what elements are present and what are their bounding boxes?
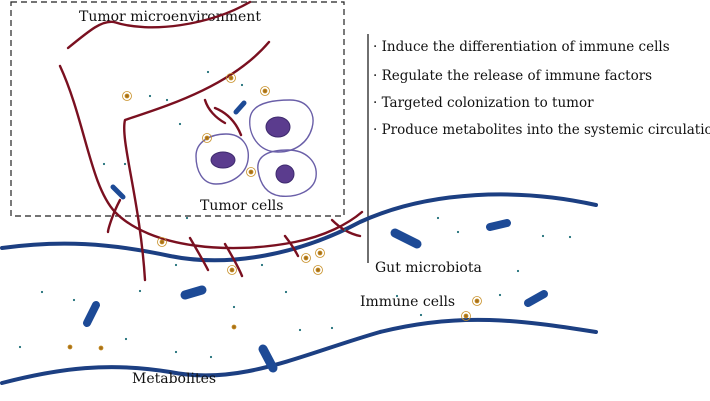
metabolite-dot-icon xyxy=(456,230,460,234)
immune-cell-icon xyxy=(315,248,325,258)
vessel-capillary xyxy=(283,234,300,258)
effects-list: · Induce the differentiation of immune c… xyxy=(373,39,710,138)
metabolite-dot-icon xyxy=(436,216,440,220)
gut-wall-lower xyxy=(0,317,598,385)
metabolites xyxy=(18,70,572,359)
metabolite-dot-icon xyxy=(124,337,128,341)
box-title: Tumor microenvironment xyxy=(79,9,261,25)
metabolite-dot-icon xyxy=(260,263,264,267)
immune-cell-icon xyxy=(202,133,212,143)
metabolite-dot-icon xyxy=(498,293,502,297)
metabolite-dot-icon xyxy=(343,228,347,232)
vessel-outer-arc xyxy=(58,64,364,250)
immune-cell-icon xyxy=(231,324,237,330)
metabolite-dot-icon xyxy=(209,355,213,359)
metabolite-dot-icon xyxy=(298,328,302,332)
metabolite-dot-icon xyxy=(232,305,236,309)
immune-cell-icon xyxy=(226,73,236,83)
metabolite-dot-icon xyxy=(206,70,210,74)
bullet-item: · Induce the differentiation of immune c… xyxy=(373,39,670,55)
vessel-capillary xyxy=(213,106,243,137)
metabolite-dot-icon xyxy=(516,269,520,273)
immune-cell-icon xyxy=(301,253,311,263)
bacterium-icon xyxy=(180,285,207,300)
immune-cells xyxy=(67,73,482,351)
metabolite-dot-icon xyxy=(102,162,106,166)
metabolite-dot-icon xyxy=(18,345,22,349)
metabolite-dot-icon xyxy=(165,98,169,102)
metabolite-dot-icon xyxy=(395,294,399,298)
immune-cell-icon xyxy=(157,237,167,247)
bacterium-icon xyxy=(233,100,247,115)
immune-cell-icon xyxy=(98,345,104,351)
metabolite-dot-icon xyxy=(174,350,178,354)
bacterium-icon xyxy=(524,290,548,307)
tumor-cells-label: Tumor cells xyxy=(200,198,283,214)
bacterium-icon xyxy=(110,184,126,200)
metabolite-dot-icon xyxy=(40,290,44,294)
vessel-branch xyxy=(66,20,116,50)
metabolite-dot-icon xyxy=(284,290,288,294)
bacterium-icon xyxy=(486,219,511,231)
metabolites-label: Metabolites xyxy=(132,371,216,387)
immune-cell-icon xyxy=(260,86,270,96)
vessel-capillary xyxy=(223,242,244,278)
immune-cell-icon xyxy=(461,311,471,321)
vessel-top-arc xyxy=(112,0,252,29)
vessel-capillary xyxy=(106,198,122,234)
immune-cell-icon xyxy=(67,344,73,350)
metabolite-dot-icon xyxy=(568,235,572,239)
metabolite-dot-icon xyxy=(123,162,127,166)
metabolite-dot-icon xyxy=(240,83,244,87)
bacterium-icon xyxy=(83,301,100,327)
immune-cell-icon xyxy=(227,265,237,275)
bullet-item: · Produce metabolites into the systemic … xyxy=(373,122,710,138)
tumor-cell-icon xyxy=(195,133,249,185)
vessel-capillary xyxy=(203,98,227,125)
immune-cells-label: Immune cells xyxy=(360,294,455,310)
metabolite-dot-icon xyxy=(541,234,545,238)
vessel-capillary xyxy=(188,236,210,272)
metabolite-dot-icon xyxy=(174,263,178,267)
metabolite-dot-icon xyxy=(330,326,334,330)
metabolite-dot-icon xyxy=(419,313,423,317)
vessel-lower-arc xyxy=(123,40,271,282)
immune-cell-icon xyxy=(122,91,132,101)
tumor-cell-icon xyxy=(249,99,314,153)
metabolite-dot-icon xyxy=(148,94,152,98)
immune-cell-icon xyxy=(472,296,482,306)
immune-cell-icon xyxy=(313,265,323,275)
immune-cell-icon xyxy=(246,167,256,177)
tumor-microenvironment-box xyxy=(10,1,345,217)
metabolite-dot-icon xyxy=(178,122,182,126)
bullet-item: · Regulate the release of immune factors xyxy=(373,68,652,84)
bacterium-icon xyxy=(258,344,278,373)
metabolite-dot-icon xyxy=(72,298,76,302)
tumor-cell-icon xyxy=(257,149,317,197)
metabolite-dot-icon xyxy=(138,289,142,293)
metabolite-dot-icon xyxy=(185,216,189,220)
bacterium-icon xyxy=(390,228,422,249)
gut-microbiota-label: Gut microbiota xyxy=(375,260,482,276)
blood-vessels xyxy=(58,0,364,282)
bullet-item: · Targeted colonization to tumor xyxy=(373,95,594,111)
bacteria xyxy=(83,100,548,373)
gut-wall-upper xyxy=(0,192,598,263)
tumor-cells xyxy=(195,99,317,197)
gut-wall xyxy=(0,192,598,385)
